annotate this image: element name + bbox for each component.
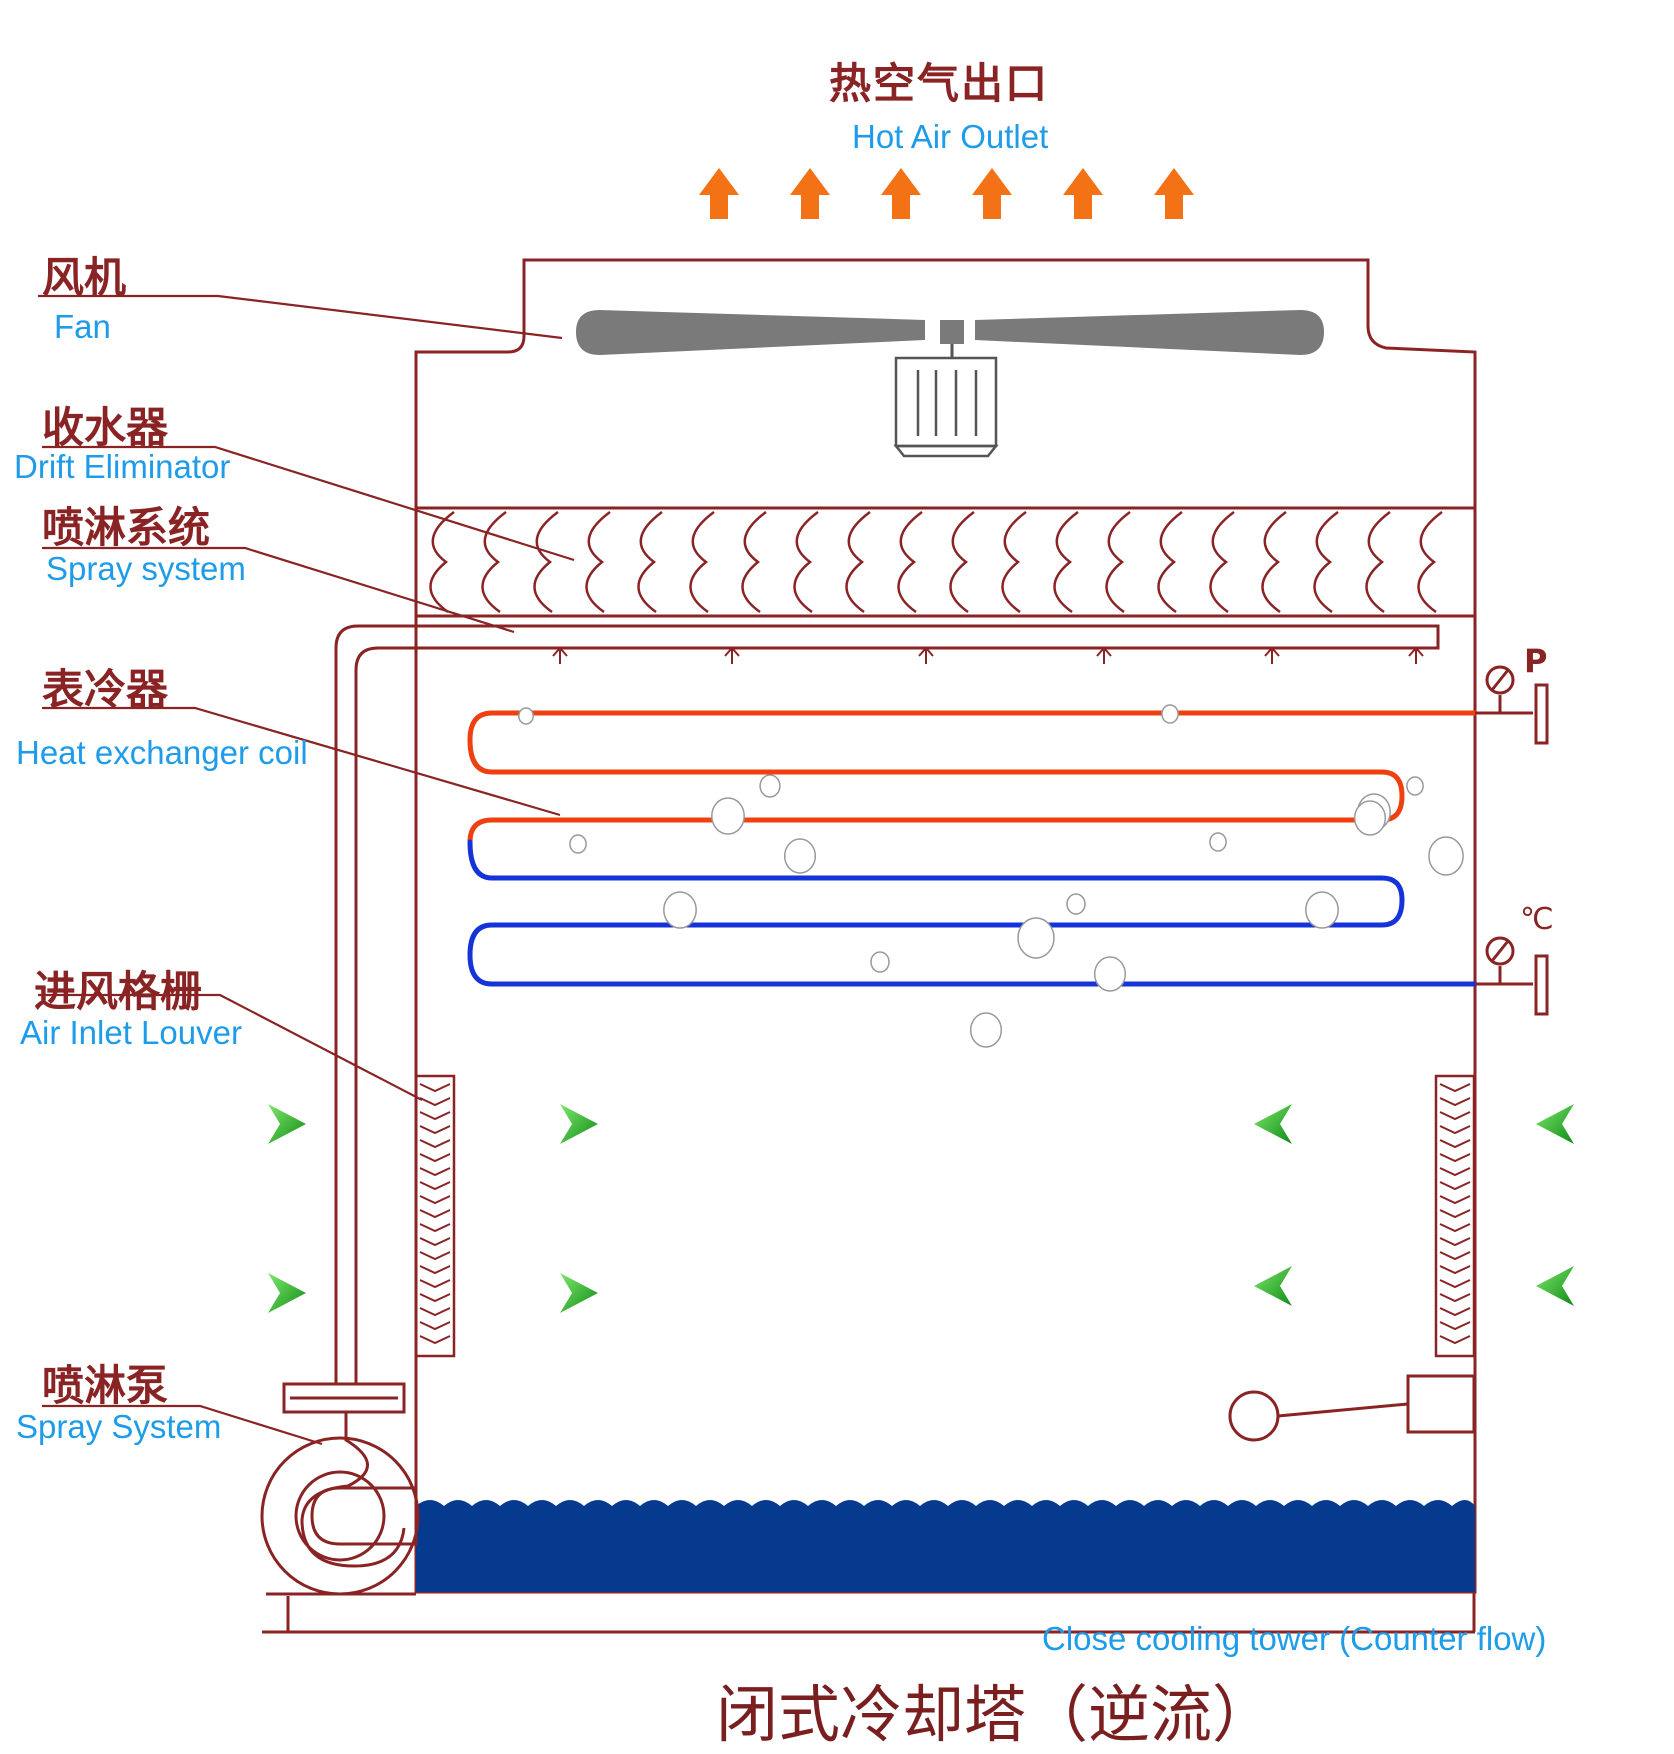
drift-eliminator-label-en: Drift Eliminator — [14, 448, 231, 485]
fan-motor-icon — [893, 356, 999, 458]
water-basin — [416, 1500, 1475, 1592]
leader-lines — [38, 294, 575, 1446]
caption-en: Close cooling tower (Counter flow) — [1042, 1620, 1547, 1657]
fan-label-en: Fan — [54, 308, 111, 345]
air-inlet-louver-left — [414, 1074, 456, 1358]
spray-nozzles — [552, 646, 1424, 664]
air-in-arrow-r2 — [1536, 1104, 1574, 1144]
air-in-arrow-l2 — [560, 1104, 598, 1144]
hot-air-arrow-3 — [881, 168, 921, 219]
caption-zh: 闭式冷却塔（逆流） — [716, 1678, 1275, 1751]
drift-eliminator-icon — [416, 506, 1475, 618]
air-in-arrow-r1 — [1254, 1104, 1292, 1144]
air-in-arrow-l3 — [268, 1273, 306, 1313]
fan-label-zh: 风机 — [42, 253, 127, 302]
drift-eliminator-label-zh: 收水器 — [42, 403, 169, 452]
spray-pump-icon — [260, 1382, 420, 1596]
leader-air-inlet-louver — [38, 993, 423, 1101]
leader-drift-eliminator — [42, 445, 575, 562]
temperature-gauge-label: ℃ — [1520, 902, 1554, 937]
hot-air-arrows — [699, 168, 1194, 219]
pressure-gauge-icon — [1475, 665, 1549, 745]
air-in-arrow-l1 — [268, 1104, 306, 1144]
temperature-gauge-icon — [1475, 936, 1549, 1016]
cold-coil-pipe — [467, 839, 1478, 987]
hot-air-arrow-2 — [790, 168, 830, 219]
air-in-arrow-l4 — [560, 1273, 598, 1313]
spray-header-pipe — [334, 624, 1440, 1384]
leader-heat-exchanger-coil — [42, 706, 561, 817]
heat-exchanger-coil-label-zh: 表冷器 — [42, 665, 169, 714]
heat-exchanger-coil-label-en: Heat exchanger coil — [16, 734, 308, 771]
leader-spray-pump — [42, 1404, 323, 1446]
outlet-label-zh: 热空气出口 — [829, 59, 1050, 108]
leader-spray-system — [42, 546, 515, 634]
tower-outline — [414, 258, 1477, 1594]
heat-exchanger-coil-icon — [467, 710, 1478, 987]
spray-pump-label-zh: 喷淋泵 — [42, 1361, 169, 1410]
spray-pump-label-en: Spray System — [16, 1408, 222, 1445]
hot-air-arrow-6 — [1154, 168, 1194, 219]
leader-fan — [38, 294, 563, 340]
air-in-arrow-r3 — [1254, 1266, 1292, 1306]
air-inlet-louver-label-en: Air Inlet Louver — [20, 1014, 242, 1051]
air-inlet-louver-label-zh: 进风格栅 — [34, 967, 203, 1016]
water-droplets — [518, 704, 1464, 1048]
air-inlet-louver-right — [1434, 1074, 1476, 1358]
pressure-gauge-label: P — [1524, 642, 1548, 680]
air-inlet-arrows — [268, 1104, 1574, 1313]
hot-air-arrow-1 — [699, 168, 739, 219]
spray-system-label-zh: 喷淋系统 — [42, 503, 211, 552]
fan-icon — [576, 310, 1324, 358]
hot-air-arrow-5 — [1063, 168, 1103, 219]
air-in-arrow-r4 — [1536, 1266, 1574, 1306]
hot-coil-pipe — [467, 710, 1478, 845]
hot-air-arrow-4 — [972, 168, 1012, 219]
spray-system-label-en: Spray system — [46, 550, 246, 587]
float-valve-icon — [1228, 1374, 1476, 1442]
outlet-label-en: Hot Air Outlet — [852, 118, 1049, 155]
